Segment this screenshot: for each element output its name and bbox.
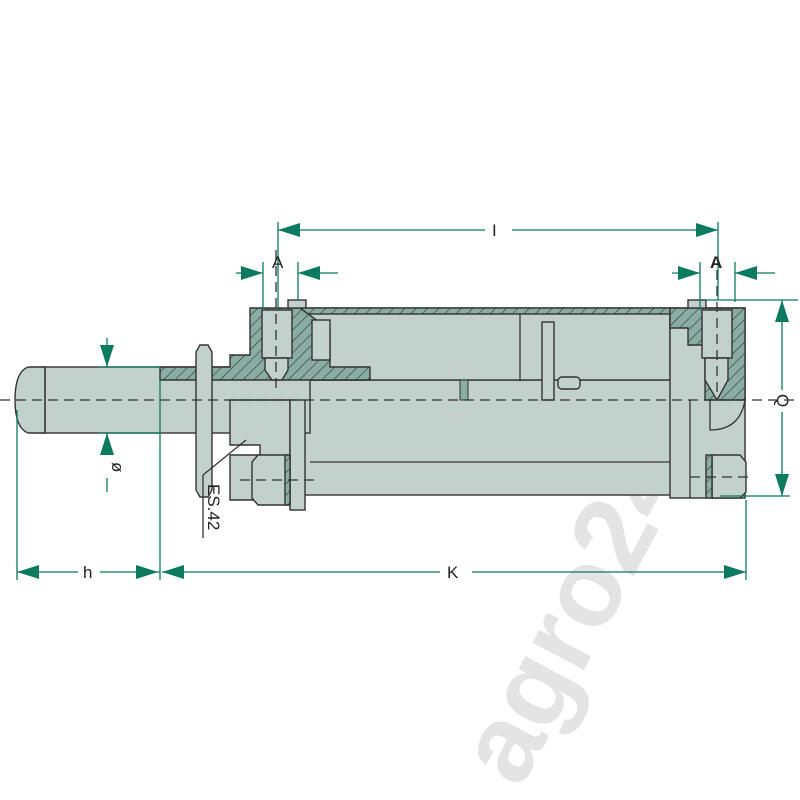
dim-label-Q: Q [773,394,792,407]
dim-label-I: I [492,221,497,240]
part-reference-label: ES.42 [204,484,223,530]
dim-label-A-left: A [272,253,284,272]
dim-label-h: h [83,563,92,582]
dimensions: I A A Q ø h K ES.42 [16,221,798,582]
dim-label-diameter: ø [108,462,127,472]
cylinder-body [0,250,800,511]
dim-label-K: K [447,563,459,582]
dim-label-A-right: A [710,253,722,272]
